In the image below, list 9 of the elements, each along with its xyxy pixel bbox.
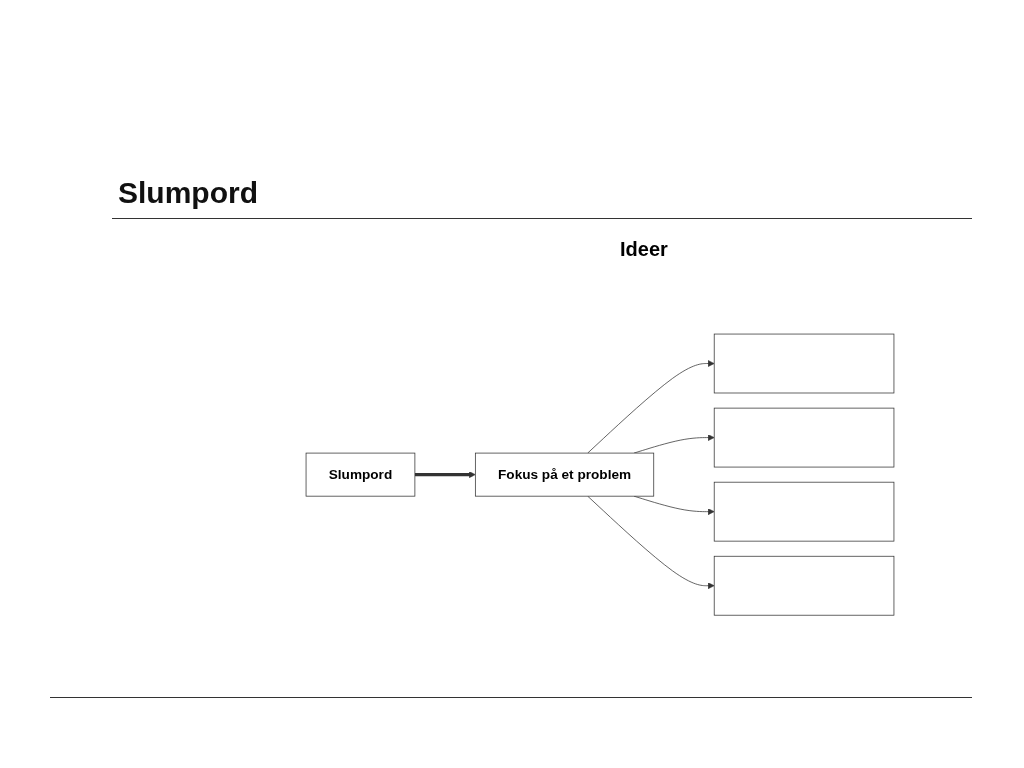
node-box: Fokus på et problem [474, 453, 655, 497]
arrow [414, 471, 476, 479]
node-box: Slumpord [305, 453, 416, 497]
node-box [713, 556, 895, 616]
slide-title: Slumpord [118, 176, 258, 210]
node-box [713, 408, 895, 468]
column-heading: Ideer [620, 238, 668, 261]
node-box [713, 334, 895, 394]
node-box [713, 482, 895, 542]
